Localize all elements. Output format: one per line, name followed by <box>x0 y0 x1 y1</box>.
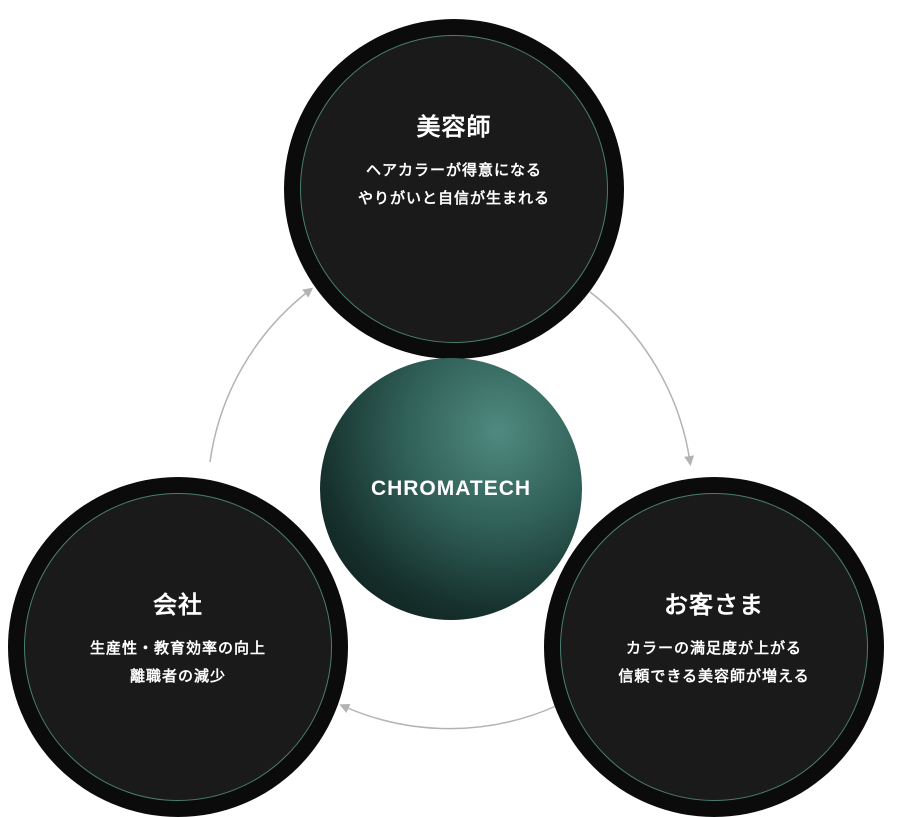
center-label: CHROMATECH <box>370 477 532 500</box>
node-title: 会社 <box>153 590 203 619</box>
node-ring: 会社 生産性・教育効率の向上 離職者の減少 <box>24 493 332 801</box>
node-text-line: 離職者の減少 <box>129 666 226 685</box>
arrow-top-to-right <box>589 291 695 466</box>
arrow-left-to-top <box>209 287 314 463</box>
node-customer: お客さま カラーの満足度が上がる 信頼できる美容師が増える <box>544 477 884 817</box>
node-text-line: ヘアカラーが得意になる <box>365 160 542 179</box>
node-hairdresser: 美容師 ヘアカラーが得意になる やりがいと自信が生まれる <box>284 19 624 359</box>
node-ring: 美容師 ヘアカラーが得意になる やりがいと自信が生まれる <box>300 35 608 343</box>
node-text-line: やりがいと自信が生まれる <box>357 188 550 207</box>
node-title: 美容師 <box>416 112 492 141</box>
node-text-line: 信頼できる美容師が増える <box>618 666 810 685</box>
node-title: お客さま <box>664 590 764 619</box>
node-ring: お客さま カラーの満足度が上がる 信頼できる美容師が増える <box>560 493 868 801</box>
arrow-right-to-left <box>339 703 557 730</box>
center-sphere: CHROMATECH <box>320 358 582 620</box>
node-text-line: カラーの満足度が上がる <box>625 638 802 657</box>
node-text-line: 生産性・教育効率の向上 <box>89 638 266 657</box>
node-company: 会社 生産性・教育効率の向上 離職者の減少 <box>8 477 348 817</box>
